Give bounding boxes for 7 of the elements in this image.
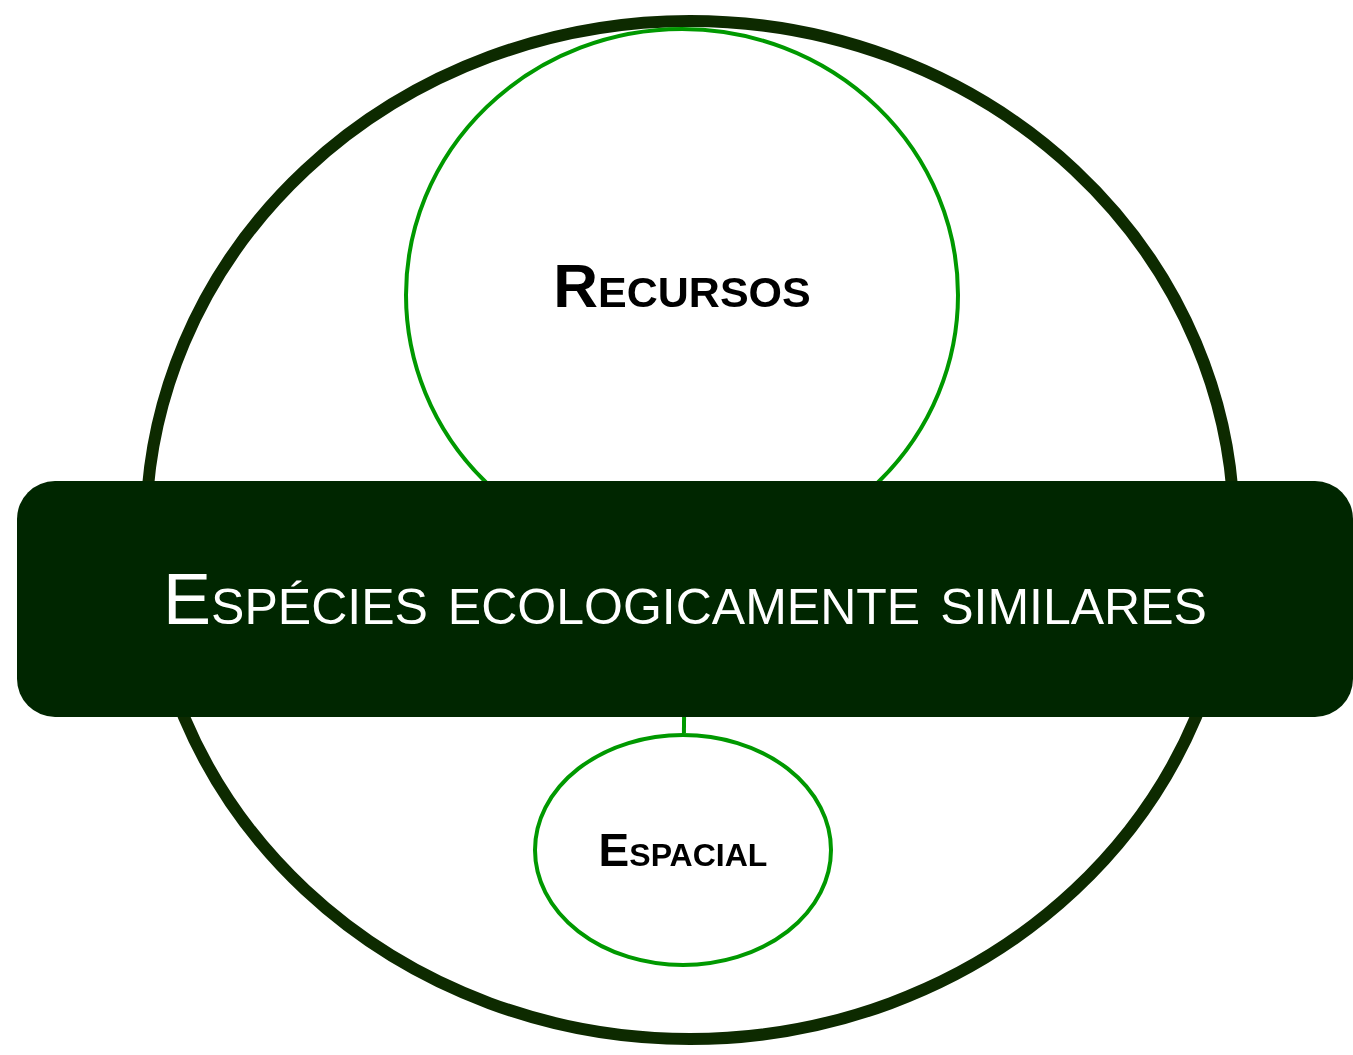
connector-line [681, 717, 687, 733]
outer-circle [140, 15, 1240, 1045]
node-label: Espécies ecologicamente similares [163, 558, 1207, 640]
title-band [17, 481, 1353, 717]
node-label: Espacial [598, 823, 768, 877]
spatial-ellipse [533, 733, 833, 967]
node-label: Recursos [553, 250, 811, 321]
